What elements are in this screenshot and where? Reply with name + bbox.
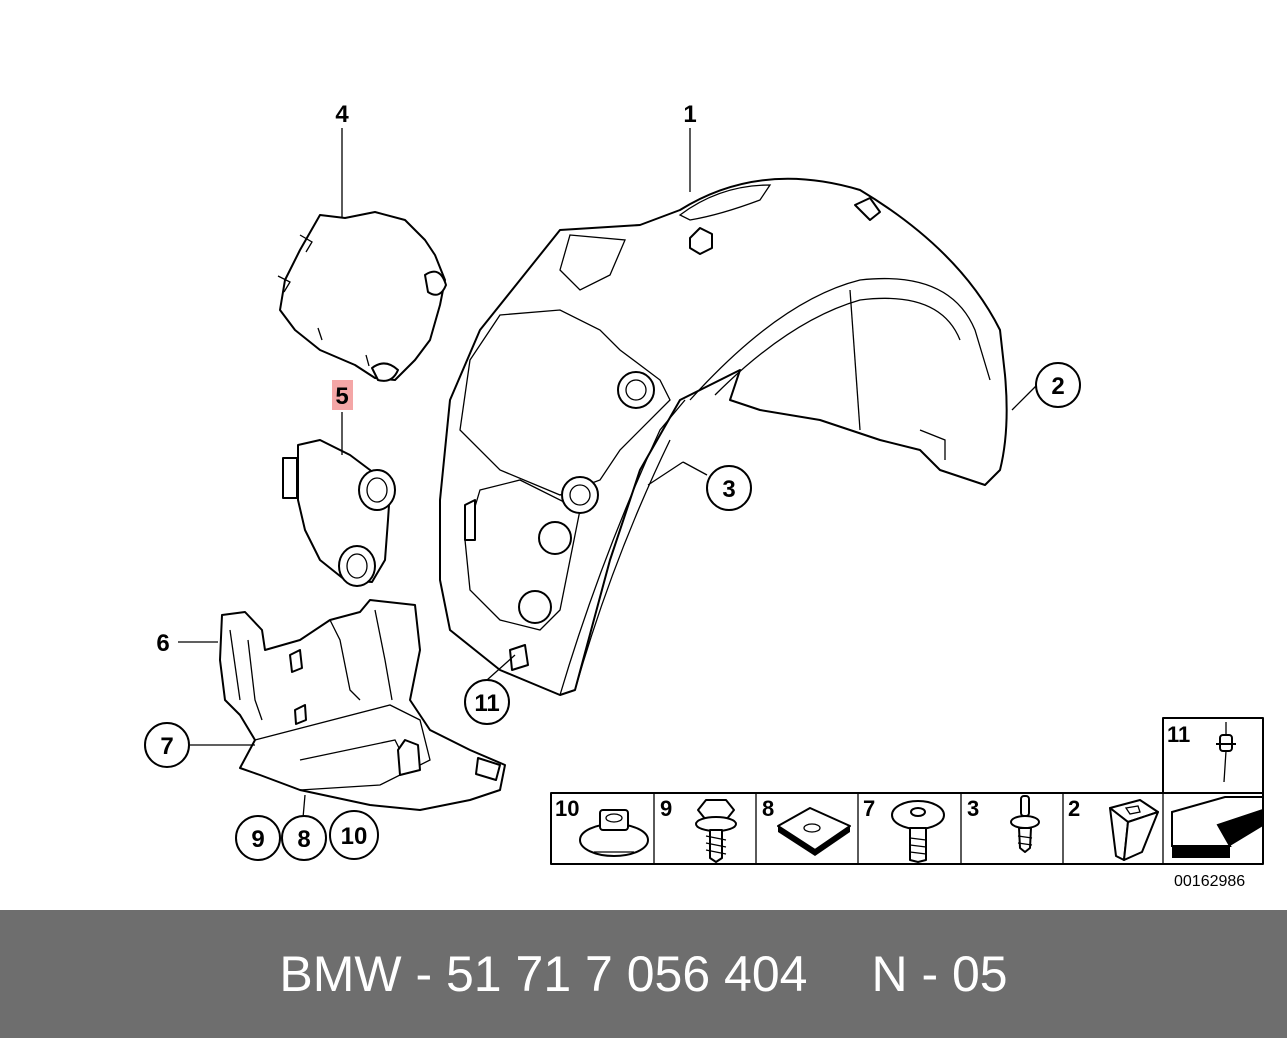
collar-nut-icon — [579, 809, 649, 857]
page-code-text: N - 05 — [871, 946, 1008, 1002]
callout-circle-3 — [706, 465, 752, 511]
callout-circle-7 — [144, 722, 190, 768]
hex-screw-icon — [695, 799, 737, 863]
fastener-legend: 11 10 9 8 7 3 2 — [550, 717, 1264, 890]
callout-label-2: 2 — [1051, 373, 1064, 400]
washer-screw-icon — [891, 800, 945, 863]
reference-number: 00162986 — [1174, 873, 1245, 890]
part-number-text: BMW - 51 71 7 056 404 — [279, 946, 808, 1002]
legend-label-9: 9 — [660, 796, 672, 821]
callout-label-11: 11 — [474, 690, 499, 717]
legend-label-7: 7 — [863, 796, 875, 821]
stud-clip-icon — [1010, 795, 1040, 853]
footer-bar: BMW - 51 71 7 056 404 N - 05 — [0, 910, 1287, 1038]
callout-highlight-5 — [332, 380, 353, 410]
rivet-icon — [1216, 722, 1236, 783]
leader-lines — [178, 128, 1037, 819]
callout-label-7: 7 — [160, 733, 173, 760]
legend-label-10: 10 — [555, 796, 579, 821]
legend-label-2: 2 — [1068, 796, 1080, 821]
callout-label-8: 8 — [297, 826, 310, 853]
callouts: 1 4 5 6 2 3 7 11 9 8 10 — [144, 101, 1081, 861]
expanding-nut-icon — [1109, 799, 1159, 861]
legend-label-11: 11 — [1167, 722, 1190, 747]
callout-label-5: 5 — [335, 383, 348, 410]
lower-splash-shield — [219, 599, 506, 811]
legend-label-8: 8 — [762, 796, 774, 821]
callout-label-10: 10 — [341, 823, 368, 850]
callout-circle-2 — [1035, 362, 1081, 408]
wheel-arch-liner — [439, 177, 1008, 696]
upper-cover-part — [277, 211, 447, 382]
callout-label-3: 3 — [722, 476, 735, 503]
callout-label-6: 6 — [156, 630, 169, 657]
arrow-icon — [1171, 796, 1264, 858]
callout-circle-9 — [235, 815, 281, 861]
callout-circle-10 — [329, 810, 379, 860]
callout-label-4: 4 — [335, 101, 349, 128]
callout-circle-8 — [281, 815, 327, 861]
parts-diagram: 1 4 5 6 2 3 7 11 9 8 10 11 10 9 8 7 — [144, 101, 1264, 890]
legend-label-3: 3 — [967, 796, 979, 821]
small-cover-part — [282, 439, 396, 587]
callout-label-1: 1 — [683, 101, 696, 128]
callout-circle-11 — [464, 679, 510, 725]
spring-clip-icon — [777, 807, 851, 856]
callout-label-9: 9 — [251, 826, 264, 853]
